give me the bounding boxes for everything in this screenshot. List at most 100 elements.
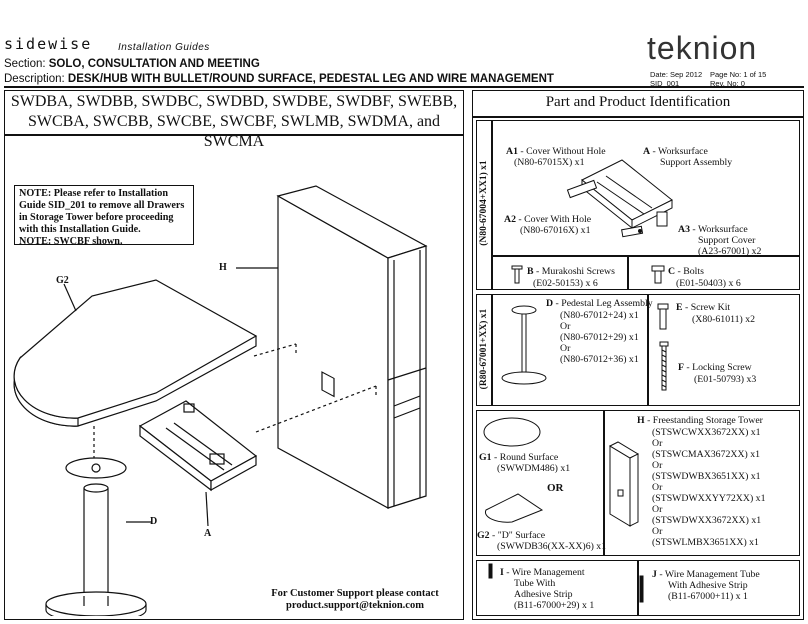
part-h-option: (STSWDWXX3672XX) x1 [652, 515, 762, 526]
part-i-number: (B11-67000+29) x 1 [514, 600, 595, 611]
revision-number: Rev. No: 0 [710, 79, 745, 88]
cover-with-hole-icon [621, 225, 644, 238]
header-rule [4, 86, 804, 88]
cell-worksurface-support [492, 120, 800, 256]
cell-wire-tube-i [476, 560, 638, 616]
cell-wire-tube-j [638, 560, 800, 616]
part-f-number: (E01-50793) x3 [694, 374, 757, 385]
support-line-1: For Customer Support please contact [271, 588, 439, 599]
installation-note: NOTE: Please refer to Installation Guide… [14, 185, 194, 247]
part-d-option: Or [560, 321, 571, 332]
worksurface-support-icon [581, 159, 673, 230]
part-h-label: H - Freestanding Storage Tower [637, 415, 763, 426]
doc-id: SID_001 [650, 79, 680, 88]
cell-storage-tower [604, 410, 800, 556]
part-a-label: A - Worksurface [643, 146, 708, 157]
part-a3-name: Support Cover [698, 235, 756, 246]
cell-surfaces [476, 410, 604, 556]
part-d-label: D - Pedestal Leg Assembly [546, 298, 653, 309]
support-email: product.support@teknion.com [286, 600, 424, 611]
section-label: Section: [4, 58, 46, 70]
part-c-label: C - Bolts [668, 266, 704, 277]
description-label: Description: [4, 73, 65, 85]
part-h-option: (STSWCMAX3672XX) x1 [652, 449, 761, 460]
part-d-option: (N80-67012+24) x1 [560, 310, 639, 321]
teknion-logo: teknion [647, 30, 758, 66]
pedestal-leg-icon [501, 305, 547, 385]
part-a3-number: (A23-67001) x2 [698, 246, 762, 257]
cell-screws [648, 294, 800, 406]
part-c-number: (E01-50403) x 6 [676, 278, 741, 289]
description-value: DESK/HUB WITH BULLET/ROUND SURFACE, PEDE… [67, 73, 554, 85]
label-a: A [204, 528, 212, 539]
part-i-name-2: Adhesive Strip [514, 589, 573, 600]
doc-date: Date: Sep 2012 [650, 70, 703, 79]
part-a-name: Support Assembly [660, 157, 733, 168]
note-line: with this Installation Guide. [19, 224, 141, 235]
cover-without-hole-icon [566, 179, 598, 199]
bullet-surface-drawing [13, 279, 258, 427]
locking-screw-icon [659, 341, 669, 391]
brand-subtitle: Installation Guides [118, 42, 210, 53]
part-d-option: (N80-67012+36) x1 [560, 354, 639, 365]
label-d: D [150, 516, 158, 527]
assembly-illustration [13, 185, 428, 616]
part-e-label: E - Screw Kit [676, 302, 731, 313]
note-line: NOTE: Please refer to Installation [19, 188, 169, 199]
description-line: Description: DESK/HUB WITH BULLET/ROUND … [4, 73, 554, 85]
part-a2-number: (N80-67016X) x1 [520, 225, 591, 236]
round-surface-icon [483, 417, 541, 447]
part-b-number: (E02-50153) x 6 [533, 278, 598, 289]
part-b-label: B - Murakoshi Screws [527, 266, 615, 277]
part-j-name: With Adhesive Strip [668, 580, 748, 591]
part-a1-number: (N80-67015X) x1 [514, 157, 585, 168]
support-assembly-drawing [138, 400, 258, 492]
section-value: SOLO, CONSULTATION AND MEETING [48, 58, 260, 70]
part-g1-number: (SWWDM486) x1 [497, 463, 571, 474]
part-a1-label: A1 - Cover Without Hole [506, 146, 606, 157]
part-h-option: (STSWLMBX3651XX) x1 [652, 537, 759, 548]
part-d-option: (N80-67012+29) x1 [560, 332, 639, 343]
part-d-option: Or [560, 343, 571, 354]
surface-or-label: OR [547, 482, 564, 494]
storage-tower-icon [608, 441, 640, 527]
part-i-name: Tube With [514, 578, 556, 589]
part-j-label: J - Wire Management Tube [652, 569, 760, 580]
page-number: Page No: 1 of 15 [710, 70, 767, 79]
part-h-option: Or [652, 504, 663, 515]
group-tab-1 [476, 120, 492, 290]
model-list-line-2: SWCBA, SWCBB, SWCBE, SWCBF, SWLMB, SWDMA… [27, 113, 441, 150]
part-h-option: Or [652, 438, 663, 449]
parts-drawings [483, 159, 673, 603]
model-list-rule [4, 134, 464, 136]
part-f-label: F - Locking Screw [678, 362, 752, 373]
part-h-option: (STSWDWBX3651XX) x1 [652, 471, 761, 482]
part-h-option: Or [652, 482, 663, 493]
screw-kit-icon [657, 303, 669, 330]
installation-frame [4, 90, 464, 620]
group-tab-2 [476, 294, 492, 406]
cell-bolts [628, 256, 800, 290]
part-g2-number: (SWWDB36(XX-XX)6) x1 [497, 541, 607, 552]
label-g2: G2 [56, 275, 69, 286]
cell-pedestal-leg [492, 294, 648, 406]
part-a3-label: A3 - Worksurface [678, 224, 748, 235]
d-surface-icon [484, 493, 544, 523]
model-list: SWDBA, SWDBB, SWDBC, SWDBD, SWDBE, SWDBF… [4, 92, 464, 152]
parts-title-rule [472, 116, 804, 118]
pedestal-leg-drawing [45, 457, 147, 616]
parts-title: Part and Product Identification [545, 94, 731, 110]
part-h-option: Or [652, 460, 663, 471]
part-j-number: (B11-67000+11) x 1 [668, 591, 748, 602]
murakoshi-screw-icon [511, 265, 523, 284]
note-line: Guide SID_201 to remove all Drawers [19, 200, 185, 211]
customer-support: For Customer Support please contact prod… [255, 588, 455, 612]
label-h: H [219, 262, 227, 273]
part-a2-label: A2 - Cover With Hole [504, 214, 592, 225]
part-h-option: Or [652, 526, 663, 537]
wire-tube-i-icon [488, 563, 493, 579]
bolt-icon [651, 265, 665, 284]
part-i-label: I - Wire Management [500, 567, 585, 578]
part-g1-label: G1 - Round Surface [479, 452, 559, 463]
part-e-number: (X80-61011) x2 [692, 314, 756, 325]
